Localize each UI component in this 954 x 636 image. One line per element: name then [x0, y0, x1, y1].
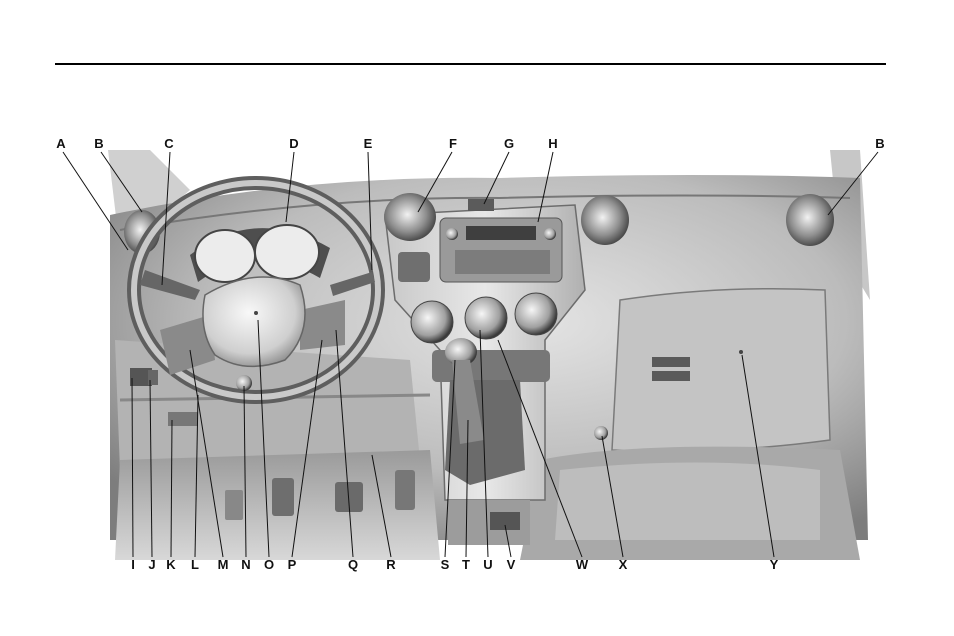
callout-label: L: [191, 557, 199, 572]
callout-label: M: [218, 557, 229, 572]
callout-label: W: [576, 557, 589, 572]
callout-label: I: [131, 557, 135, 572]
callout-label: E: [364, 136, 373, 151]
callout-label: O: [264, 557, 274, 572]
callout-label: X: [619, 557, 628, 572]
callout-label: D: [289, 136, 298, 151]
callout-label: P: [288, 557, 297, 572]
callout-label: B: [94, 136, 103, 151]
callout-label: S: [441, 557, 450, 572]
callout-label: J: [148, 557, 155, 572]
callout-label: K: [166, 557, 176, 572]
callout-label: B: [875, 136, 884, 151]
callout-label: U: [483, 557, 492, 572]
callout-label: G: [504, 136, 514, 151]
callout-label: R: [386, 557, 396, 572]
callout-label: F: [449, 136, 457, 151]
top-callouts: A B C D E F G H B: [56, 136, 884, 151]
callout-label: N: [241, 557, 250, 572]
callout-label: C: [164, 136, 174, 151]
callout-label: H: [548, 136, 557, 151]
callout-label: A: [56, 136, 66, 151]
callout-label: T: [462, 557, 470, 572]
callout-label: Q: [348, 557, 358, 572]
callout-label: V: [507, 557, 516, 572]
callout-label: Y: [770, 557, 779, 572]
